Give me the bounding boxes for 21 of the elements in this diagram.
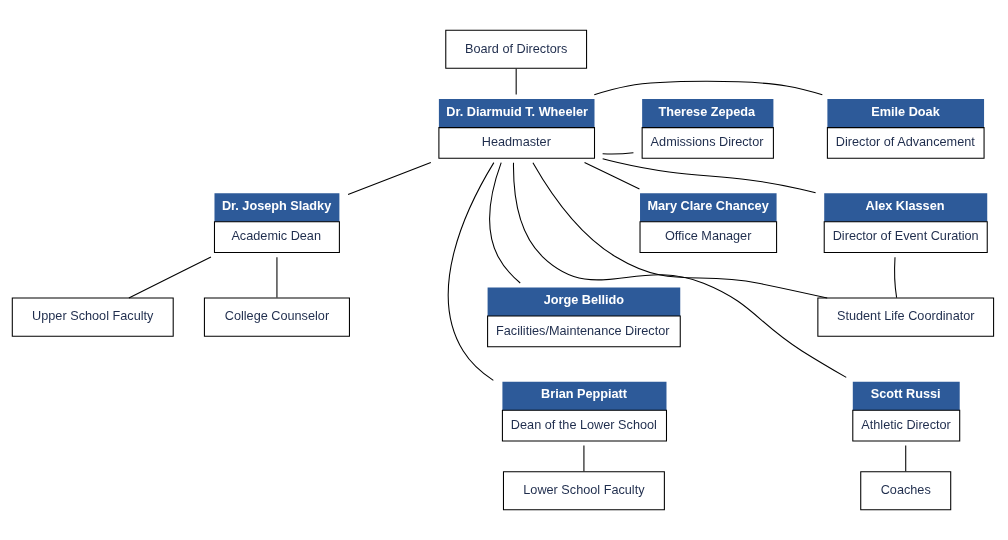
node-box: Student Life Coordinator (817, 297, 995, 337)
connector (276, 256, 278, 299)
node-box: Coaches (860, 471, 952, 511)
connector (584, 162, 640, 190)
connector (532, 162, 828, 299)
node-box: Lower School Faculty (502, 471, 665, 511)
connector (894, 256, 898, 299)
connector (489, 162, 521, 284)
connector (602, 152, 634, 155)
connector (513, 162, 847, 378)
connector (447, 162, 495, 381)
connector (583, 445, 585, 472)
node-box: Upper School Faculty (11, 297, 174, 337)
connector (593, 80, 823, 96)
node-box: Board of Directors (445, 29, 588, 69)
connector (515, 68, 517, 96)
connector (347, 162, 432, 195)
connector (602, 158, 817, 194)
node-box: College Counselor (203, 297, 350, 337)
connector (128, 256, 212, 299)
connector (905, 445, 907, 472)
